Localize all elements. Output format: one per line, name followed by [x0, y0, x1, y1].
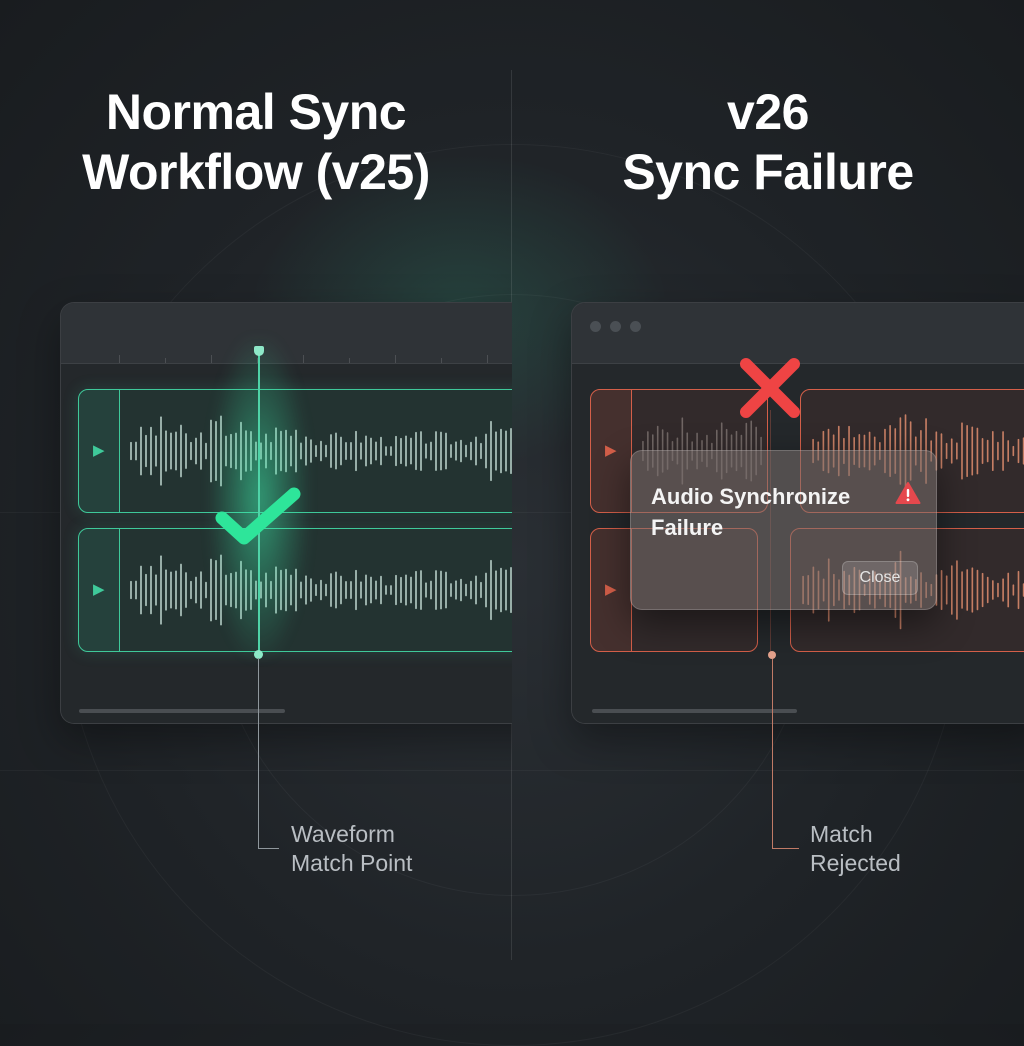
- track-header: ▶: [591, 529, 632, 651]
- window-close-dot[interactable]: [590, 321, 601, 332]
- left-title: Normal Sync Workflow (v25): [0, 82, 512, 202]
- rejected-point-marker: [768, 651, 776, 659]
- left-callout-line-1: Waveform: [291, 821, 395, 847]
- horizontal-scrollbar[interactable]: [592, 709, 797, 713]
- right-title: v26 Sync Failure: [512, 82, 1024, 202]
- close-button[interactable]: Close: [842, 561, 918, 595]
- waveform: [127, 390, 512, 512]
- right-callout-line-1: Match: [810, 821, 873, 847]
- background-guide-line: [0, 512, 1024, 513]
- play-icon[interactable]: ▶: [605, 581, 617, 598]
- left-callout-connector: [258, 658, 279, 849]
- timeline-ruler[interactable]: [119, 353, 512, 363]
- left-comparison-half: ▶ ▶: [0, 0, 512, 1024]
- right-editor-header: [572, 303, 1024, 364]
- window-maximize-dot[interactable]: [630, 321, 641, 332]
- left-title-line-1: Normal Sync: [105, 84, 407, 140]
- play-icon[interactable]: ▶: [93, 442, 105, 459]
- playhead-handle[interactable]: [254, 346, 264, 356]
- background-guide-line: [0, 770, 1024, 771]
- right-title-line-1: v26: [727, 84, 809, 140]
- dialog-title-line-1: Audio Synchronize: [651, 484, 851, 509]
- sync-failure-dialog: Audio Synchronize Failure Close: [630, 450, 937, 610]
- match-point-marker: [254, 650, 263, 659]
- right-title-line-2: Sync Failure: [622, 144, 914, 200]
- x-icon: [740, 358, 800, 418]
- waveform: [127, 529, 512, 651]
- window-controls: [590, 321, 641, 332]
- right-callout-label: Match Rejected: [810, 820, 901, 878]
- checkmark-icon: [215, 487, 301, 545]
- track-header: ▶: [591, 390, 632, 512]
- dialog-title-line-2: Failure: [651, 515, 724, 540]
- left-title-line-2: Workflow (v25): [82, 144, 430, 200]
- left-callout-line-2: Match Point: [291, 850, 413, 876]
- horizontal-scrollbar[interactable]: [79, 709, 285, 713]
- track-header: ▶: [79, 529, 120, 651]
- window-minimize-dot[interactable]: [610, 321, 621, 332]
- warning-icon: [895, 482, 921, 504]
- right-callout-line-2: Rejected: [810, 850, 901, 876]
- playhead[interactable]: [258, 352, 260, 657]
- play-icon[interactable]: ▶: [93, 581, 105, 598]
- dialog-title: Audio Synchronize Failure: [651, 481, 881, 543]
- right-callout-connector: [772, 659, 799, 849]
- left-callout-label: Waveform Match Point: [291, 820, 412, 878]
- play-icon[interactable]: ▶: [605, 442, 617, 459]
- track-header: ▶: [79, 390, 120, 512]
